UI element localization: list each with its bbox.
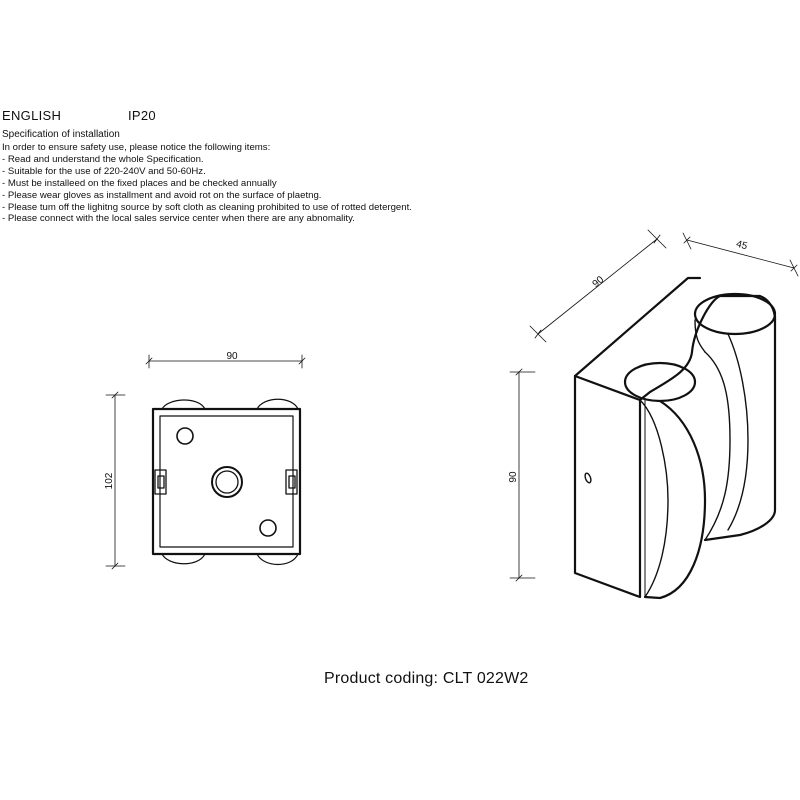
spec-line: In order to ensure safety use, please no… xyxy=(2,142,271,153)
iso-screw-icon xyxy=(584,472,592,484)
iso-front-cylinder xyxy=(623,361,707,600)
iso-depth-label: 90 xyxy=(591,274,607,290)
iso-rear-cylinder xyxy=(693,292,777,542)
front-view: 90 102 xyxy=(104,351,306,570)
iso-back-plate-top-face xyxy=(573,276,702,378)
iso-view: 90 45 90 xyxy=(508,229,799,600)
front-inner-frame xyxy=(159,415,294,548)
spec-list: In order to ensure safety use, please no… xyxy=(2,142,412,225)
spec-line: - Suitable for the use of 220-240V and 5… xyxy=(2,165,206,177)
front-outer-frame xyxy=(151,407,302,556)
front-height-dimension xyxy=(105,391,126,570)
front-mounting-holes xyxy=(176,427,277,537)
front-height-label: 102 xyxy=(104,472,115,489)
front-lamp-caps xyxy=(161,398,299,566)
iso-height-dimension xyxy=(509,368,536,582)
spec-title: Specification of installation xyxy=(2,129,120,140)
iso-height-label: 90 xyxy=(508,471,519,483)
ip-rating: IP20 xyxy=(128,108,156,123)
iso-width-label: 45 xyxy=(735,239,749,253)
spec-line: - Please tum off the lighitng source by … xyxy=(2,201,412,213)
spec-line: - Please wear gloves as installment and … xyxy=(2,189,322,201)
spec-line: - Must be installeed on the fixed places… xyxy=(2,177,277,189)
iso-depth-dimension xyxy=(529,229,667,343)
front-width-label: 90 xyxy=(226,351,238,362)
spec-line: - Read and understand the whole Specific… xyxy=(2,153,204,165)
iso-width-dimension xyxy=(682,232,799,277)
front-side-clips xyxy=(154,469,298,495)
iso-back-plate-front-face xyxy=(573,374,642,599)
iso-lamp-top-surface xyxy=(638,294,777,402)
front-width-dimension xyxy=(145,354,306,369)
product-coding: Product coding: CLT 022W2 xyxy=(324,670,529,687)
language-label: ENGLISH xyxy=(2,108,62,123)
spec-line: - Please connect with the local sales se… xyxy=(2,213,355,225)
